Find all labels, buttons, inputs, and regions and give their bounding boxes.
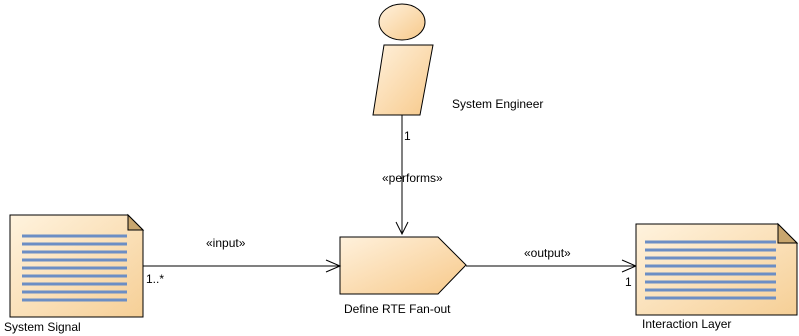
define-rte-fanout-task[interactable]: Define RTE Fan-out xyxy=(339,236,467,316)
performs-stereotype: «performs» xyxy=(382,171,443,185)
document-lines xyxy=(22,234,127,302)
system-signal-product[interactable]: System Signal xyxy=(4,213,145,334)
worker-role-icon xyxy=(372,3,434,116)
interaction-layer-product[interactable]: Interaction Layer xyxy=(635,222,799,331)
document-lines xyxy=(645,240,776,300)
output-multiplicity: 1 xyxy=(625,275,632,289)
interaction-layer-label: Interaction Layer xyxy=(642,317,731,331)
system-signal-label: System Signal xyxy=(4,320,81,334)
system-engineer-label: System Engineer xyxy=(452,97,543,111)
performs-connector[interactable]: 1 «performs» xyxy=(382,115,443,236)
document-icon xyxy=(9,213,145,318)
input-stereotype: «input» xyxy=(206,236,246,250)
document-icon xyxy=(635,222,799,316)
system-engineer-role[interactable]: System Engineer xyxy=(372,3,543,116)
output-connector[interactable]: «output» 1 xyxy=(466,246,638,289)
input-connector[interactable]: «input» 1..* xyxy=(143,236,342,286)
input-multiplicity: 1..* xyxy=(146,272,164,286)
output-stereotype: «output» xyxy=(524,246,571,260)
define-rte-fanout-label: Define RTE Fan-out xyxy=(344,302,451,316)
task-definition-icon xyxy=(339,236,467,295)
performs-multiplicity: 1 xyxy=(404,129,411,143)
